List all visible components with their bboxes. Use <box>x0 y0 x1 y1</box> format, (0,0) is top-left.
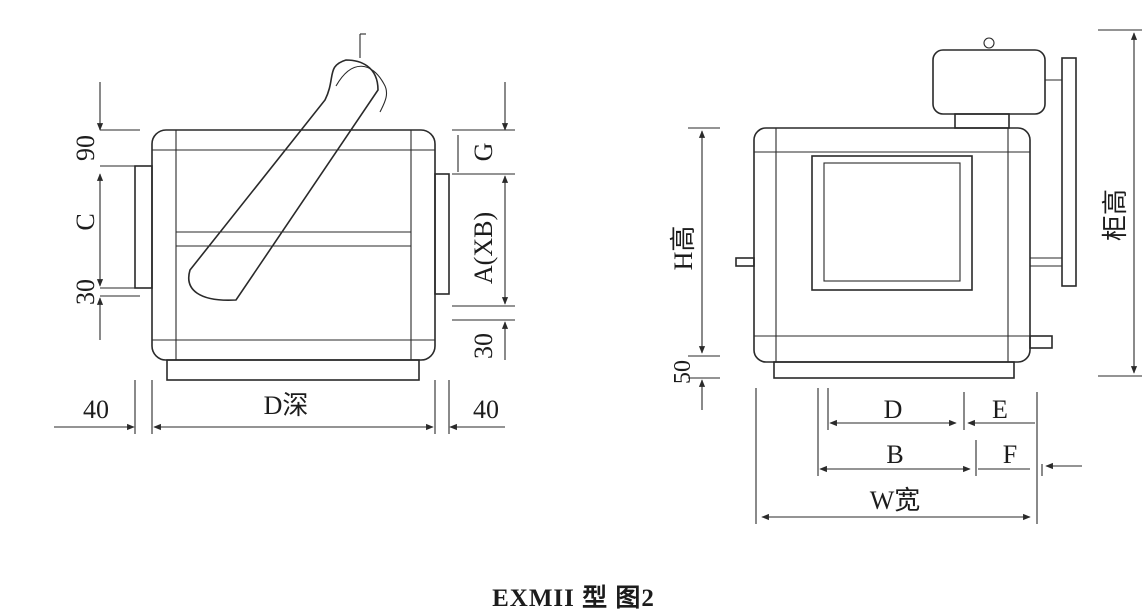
dim-g-label: G <box>469 143 498 162</box>
dim-e-label: E <box>992 395 1008 424</box>
dim-right-offset-label: 40 <box>473 395 499 424</box>
motor-eyebolt <box>983 37 995 49</box>
right-shaft <box>1029 335 1053 349</box>
left-cabinet-outline <box>151 129 436 361</box>
dim-f-label: F <box>1003 440 1017 469</box>
dim-b-label: B <box>886 440 903 469</box>
chute <box>188 59 379 301</box>
dim-right-bottom-label: 30 <box>469 333 498 359</box>
dim-width-label: W宽 <box>870 486 921 515</box>
left-inlet-flange <box>134 165 153 289</box>
dim-c-label: C <box>71 213 100 230</box>
dim-cabinet-height-label: 柜高 <box>1101 189 1130 241</box>
left-base-plate <box>166 359 420 381</box>
dim-bottom-label: 30 <box>71 279 100 305</box>
motor <box>932 49 1046 115</box>
viewing-window-outer <box>811 155 973 291</box>
dim-height-label: H高 <box>669 226 698 271</box>
dim-a-label: A(XB) <box>469 212 498 284</box>
dim-depth-label: D深 <box>264 391 309 420</box>
dim-d-label: D <box>884 395 903 424</box>
figure-caption: EXMII 型 图2 <box>492 585 655 612</box>
left-outlet-flange <box>434 173 450 295</box>
viewing-window-inner <box>823 162 961 282</box>
dim-top-label: 90 <box>71 135 100 161</box>
side-pulley-guard <box>1061 57 1077 287</box>
right-front-view: H高 50 柜高 D E B F W宽 <box>669 29 1142 524</box>
right-base-plate <box>773 361 1015 379</box>
left-side-view: 90 C 30 G A(XB) 30 D深 40 40 <box>54 33 515 434</box>
left-shaft <box>735 257 755 267</box>
dim-base-label: 50 <box>670 360 696 384</box>
dim-left-offset-label: 40 <box>83 395 109 424</box>
motor-mount <box>954 113 1010 129</box>
